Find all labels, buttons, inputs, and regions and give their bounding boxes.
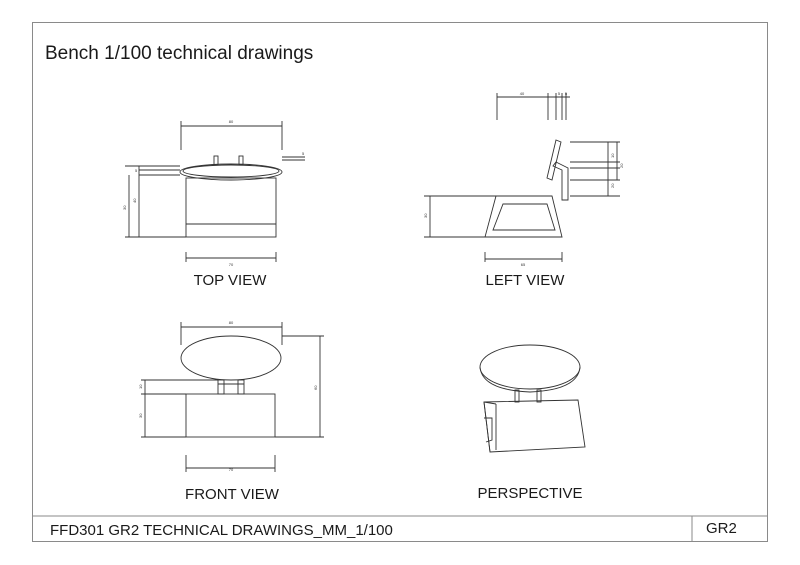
left-view-dim-depth: 40 [520,91,525,96]
top-view-dim-height: 40 [132,198,137,203]
perspective-label: PERSPECTIVE [477,485,583,502]
front-view-dim-legs: 10 [138,384,143,389]
front-view-dim-height: 60 [313,385,318,390]
perspective-drawing [479,344,586,453]
drawing-sheet-frame [32,22,768,542]
left-view-dim-back-mid: 20 [619,163,624,168]
left-view-dim-back-low: 20 [610,183,615,188]
footer-title: FFD301 GR2 TECHNICAL DRAWINGS_MM_1/100 [50,522,393,539]
front-view-dim-width: 80 [229,320,234,325]
top-view-dim-seat-thickness: 5 [302,151,305,156]
left-view-dim-back-top: 10 [610,153,615,158]
front-view-label: FRONT VIEW [185,486,279,503]
front-view-drawing [141,322,324,472]
left-view-dim-height: 30 [423,213,428,218]
left-view-drawing [424,93,620,262]
page-title: Bench 1/100 technical drawings [45,43,314,64]
left-view-label: LEFT VIEW [485,272,565,289]
left-view-dim-offset-b: 5 [565,91,568,96]
top-view-dim-top: 5 [135,168,138,173]
front-view-dim-base: 30 [138,413,143,418]
top-view-label: TOP VIEW [193,272,267,289]
left-view-dim-offset-a: 5 [558,91,561,96]
footer-group-code: GR2 [706,520,737,537]
top-view-drawing [125,121,305,262]
left-view-dim-base-depth: 65 [521,262,526,267]
top-view-dim-base: 30 [122,205,127,210]
top-view-dim-width: 80 [229,119,234,124]
front-view-dim-base-width: 70 [229,467,234,472]
top-view-dim-base-width: 70 [229,262,234,267]
